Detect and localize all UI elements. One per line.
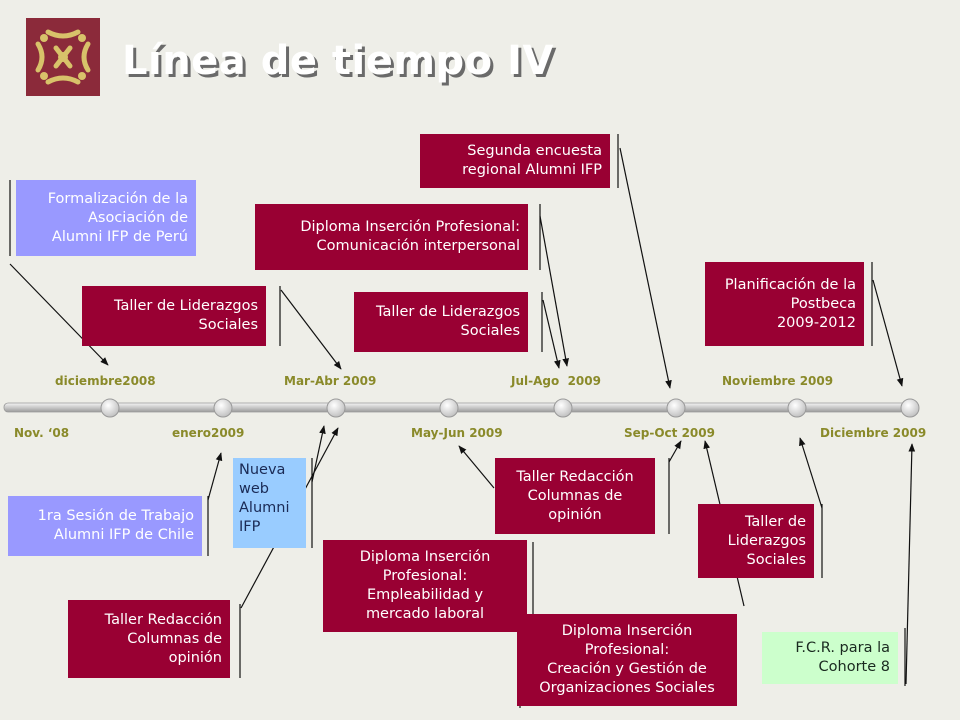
date-label-top: Jul-Ago 2009 bbox=[511, 374, 601, 388]
event-line: Alumni bbox=[239, 500, 290, 516]
event-line: Taller de Liderazgos bbox=[376, 304, 520, 320]
event-box-taller-liderazgos-3: Taller de Liderazgos Sociales bbox=[698, 504, 814, 578]
event-line: Alumni IFP de Chile bbox=[53, 527, 194, 543]
event-line: Profesional: bbox=[382, 568, 468, 584]
event-line: Segunda encuesta bbox=[467, 143, 602, 159]
event-line: mercado laboral bbox=[365, 606, 485, 622]
event-line: Diploma Inserción bbox=[359, 549, 491, 565]
event-line: 2009-2012 bbox=[776, 314, 856, 331]
event-line: Liderazgos bbox=[727, 532, 806, 549]
event-box-nueva-web: Nueva web Alumni IFP bbox=[233, 458, 306, 548]
event-box-primera-sesion: 1ra Sesión de Trabajo Alumni IFP de Chil… bbox=[8, 496, 202, 556]
event-line: Nueva bbox=[239, 462, 286, 478]
timeline-node bbox=[100, 398, 120, 418]
date-label-top: Mar-Abr 2009 bbox=[284, 374, 377, 388]
date-label-top: diciembre2008 bbox=[55, 374, 156, 388]
event-line: Organizaciones Sociales bbox=[539, 680, 715, 696]
date-label-bottom: Nov. ‘08 bbox=[14, 426, 70, 440]
timeline-nodes bbox=[100, 398, 920, 418]
event-line: Diploma Inserción Profesional: bbox=[300, 219, 520, 235]
event-box-diploma-comunicacion: Diploma Inserción Profesional: Comunicac… bbox=[255, 204, 528, 270]
event-line: opinión bbox=[168, 649, 222, 666]
event-line: Taller Redacción bbox=[104, 611, 222, 628]
date-label-bottom: May-Jun 2009 bbox=[411, 426, 503, 440]
event-line: Sociales bbox=[460, 323, 520, 339]
event-box-formalizacion: Formalización de la Asociación de Alumni… bbox=[16, 180, 196, 256]
date-label-bottom: Diciembre 2009 bbox=[820, 426, 927, 440]
timeline-node bbox=[553, 398, 573, 418]
event-box-diploma-creacion: Diploma Inserción Profesional: Creación … bbox=[517, 614, 737, 706]
event-line: Taller de Liderazgos bbox=[114, 298, 258, 314]
event-box-planificacion: Planificación de la Postbeca 2009-2012 bbox=[705, 262, 864, 346]
event-box-fcr: F.C.R. para la Cohorte 8 bbox=[762, 632, 898, 684]
event-line: Postbeca bbox=[790, 295, 856, 312]
event-line: Columnas de bbox=[127, 630, 222, 647]
timeline-node bbox=[787, 398, 807, 418]
event-box-taller-liderazgos: Taller de Liderazgos Sociales bbox=[82, 286, 266, 346]
event-line: regional Alumni IFP bbox=[462, 162, 602, 178]
date-label-bottom: Sep-Oct 2009 bbox=[624, 426, 715, 440]
logo-emblem-icon bbox=[35, 29, 91, 85]
date-label-bottom: enero2009 bbox=[172, 426, 245, 440]
event-line: Sociales bbox=[746, 551, 806, 568]
event-line: Formalización de la bbox=[47, 190, 188, 207]
event-line: opinión bbox=[548, 506, 602, 523]
date-label-top: Noviembre 2009 bbox=[722, 374, 834, 388]
logo bbox=[26, 18, 100, 96]
event-box-segunda-encuesta: Segunda encuesta regional Alumni IFP bbox=[420, 134, 610, 188]
event-box-taller-redaccion: Taller Redacción Columnas de opinión bbox=[495, 458, 655, 534]
event-box-taller-redaccion-1: Taller Redacción Columnas de opinión bbox=[68, 600, 230, 678]
timeline-node bbox=[666, 398, 686, 418]
event-line: Planificación de la bbox=[724, 276, 856, 293]
event-line: Taller de bbox=[744, 513, 806, 530]
timeline-node bbox=[213, 398, 233, 418]
event-line: Cohorte 8 bbox=[818, 659, 890, 675]
event-line: Empleabilidad y bbox=[366, 587, 484, 603]
event-line: Asociación de bbox=[87, 209, 188, 226]
event-line: Diploma Inserción bbox=[561, 623, 693, 639]
event-line: Sociales bbox=[198, 317, 258, 333]
timeline-node bbox=[326, 398, 346, 418]
timeline-node bbox=[439, 398, 459, 418]
timeline-node bbox=[900, 398, 920, 418]
event-line: Profesional: bbox=[584, 642, 670, 658]
page-title: Línea de tiempo IV bbox=[122, 38, 554, 84]
event-line: F.C.R. para la bbox=[795, 640, 890, 656]
event-line: Columnas de bbox=[527, 487, 623, 504]
event-box-taller-liderazgos: Taller de Liderazgos Sociales bbox=[354, 292, 528, 352]
event-line: 1ra Sesión de Trabajo bbox=[37, 508, 194, 524]
event-line: web bbox=[239, 481, 269, 497]
event-line: Alumni IFP de Perú bbox=[51, 228, 188, 245]
event-line: Comunicación interpersonal bbox=[316, 238, 520, 254]
event-box-diploma-empleabilidad: Diploma Inserción Profesional: Empleabil… bbox=[323, 540, 527, 632]
event-line: IFP bbox=[239, 519, 261, 535]
event-line: Creación y Gestión de bbox=[547, 661, 707, 677]
timeline-bar bbox=[3, 402, 919, 413]
event-line: Taller Redacción bbox=[516, 468, 634, 485]
